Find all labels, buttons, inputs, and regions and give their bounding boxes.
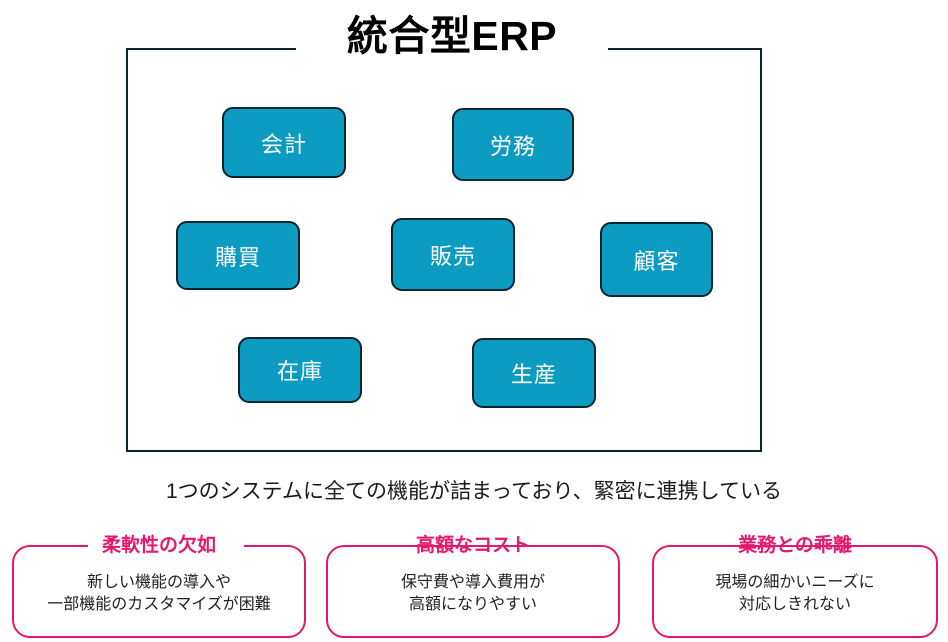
issue-panel-title: 柔軟性の欠如 xyxy=(101,535,216,556)
module-box-seisan[interactable]: 生産 xyxy=(472,338,596,408)
module-label: 顧客 xyxy=(633,248,680,274)
module-label: 販売 xyxy=(429,243,476,269)
issue-panel-body: 現場の細かいニーズに 対応しきれない xyxy=(652,572,938,616)
erp-title-border-gap xyxy=(296,40,608,58)
module-label: 購買 xyxy=(214,244,261,270)
issue-body-line-2: 一部機能のカスタマイズが困難 xyxy=(47,596,271,613)
module-label: 在庫 xyxy=(276,359,323,384)
module-box-roumu[interactable]: 労務 xyxy=(452,108,574,181)
issue-panel-cost xyxy=(326,545,878,638)
module-label: 生産 xyxy=(510,362,557,387)
erp-title: 統合型ERP xyxy=(346,13,558,59)
panel-title-border-gap xyxy=(88,545,244,550)
issue-panel-title: 業務との乖離 xyxy=(738,535,852,556)
module-box-koubai[interactable]: 購買 xyxy=(176,221,300,290)
module-box-zaiko[interactable]: 在庫 xyxy=(238,337,362,403)
issue-body-line-1: 新しい機能の導入や xyxy=(86,574,231,591)
issue-panel-title: 高額なコスト xyxy=(415,535,530,556)
issue-body-line-2: 対応しきれない xyxy=(738,596,851,613)
issue-body-line-1: 保守費や導入費用が xyxy=(400,574,545,591)
issue-panel-body: 保守費や導入費用が 高額になりやすい xyxy=(326,572,620,616)
module-box-kokyaku[interactable]: 顧客 xyxy=(600,222,713,297)
panel-title-border-gap xyxy=(718,545,878,550)
module-box-kaikei[interactable]: 会計 xyxy=(222,107,346,178)
module-label: 労務 xyxy=(489,133,536,159)
issue-body-line-2: 高額になりやすい xyxy=(408,596,537,613)
issue-panel-flexibility xyxy=(12,545,306,638)
module-label: 会計 xyxy=(260,131,307,157)
issue-panel-body: 新しい機能の導入や 一部機能のカスタマイズが困難 xyxy=(12,572,306,616)
issue-panel-gap xyxy=(652,545,938,638)
diagram-caption: 1つのシステムに全ての機能が詰まっており、緊密に連携している xyxy=(165,480,783,503)
issue-body-line-1: 現場の細かいニーズに xyxy=(715,574,875,591)
module-box-hanbai[interactable]: 販売 xyxy=(391,218,515,291)
